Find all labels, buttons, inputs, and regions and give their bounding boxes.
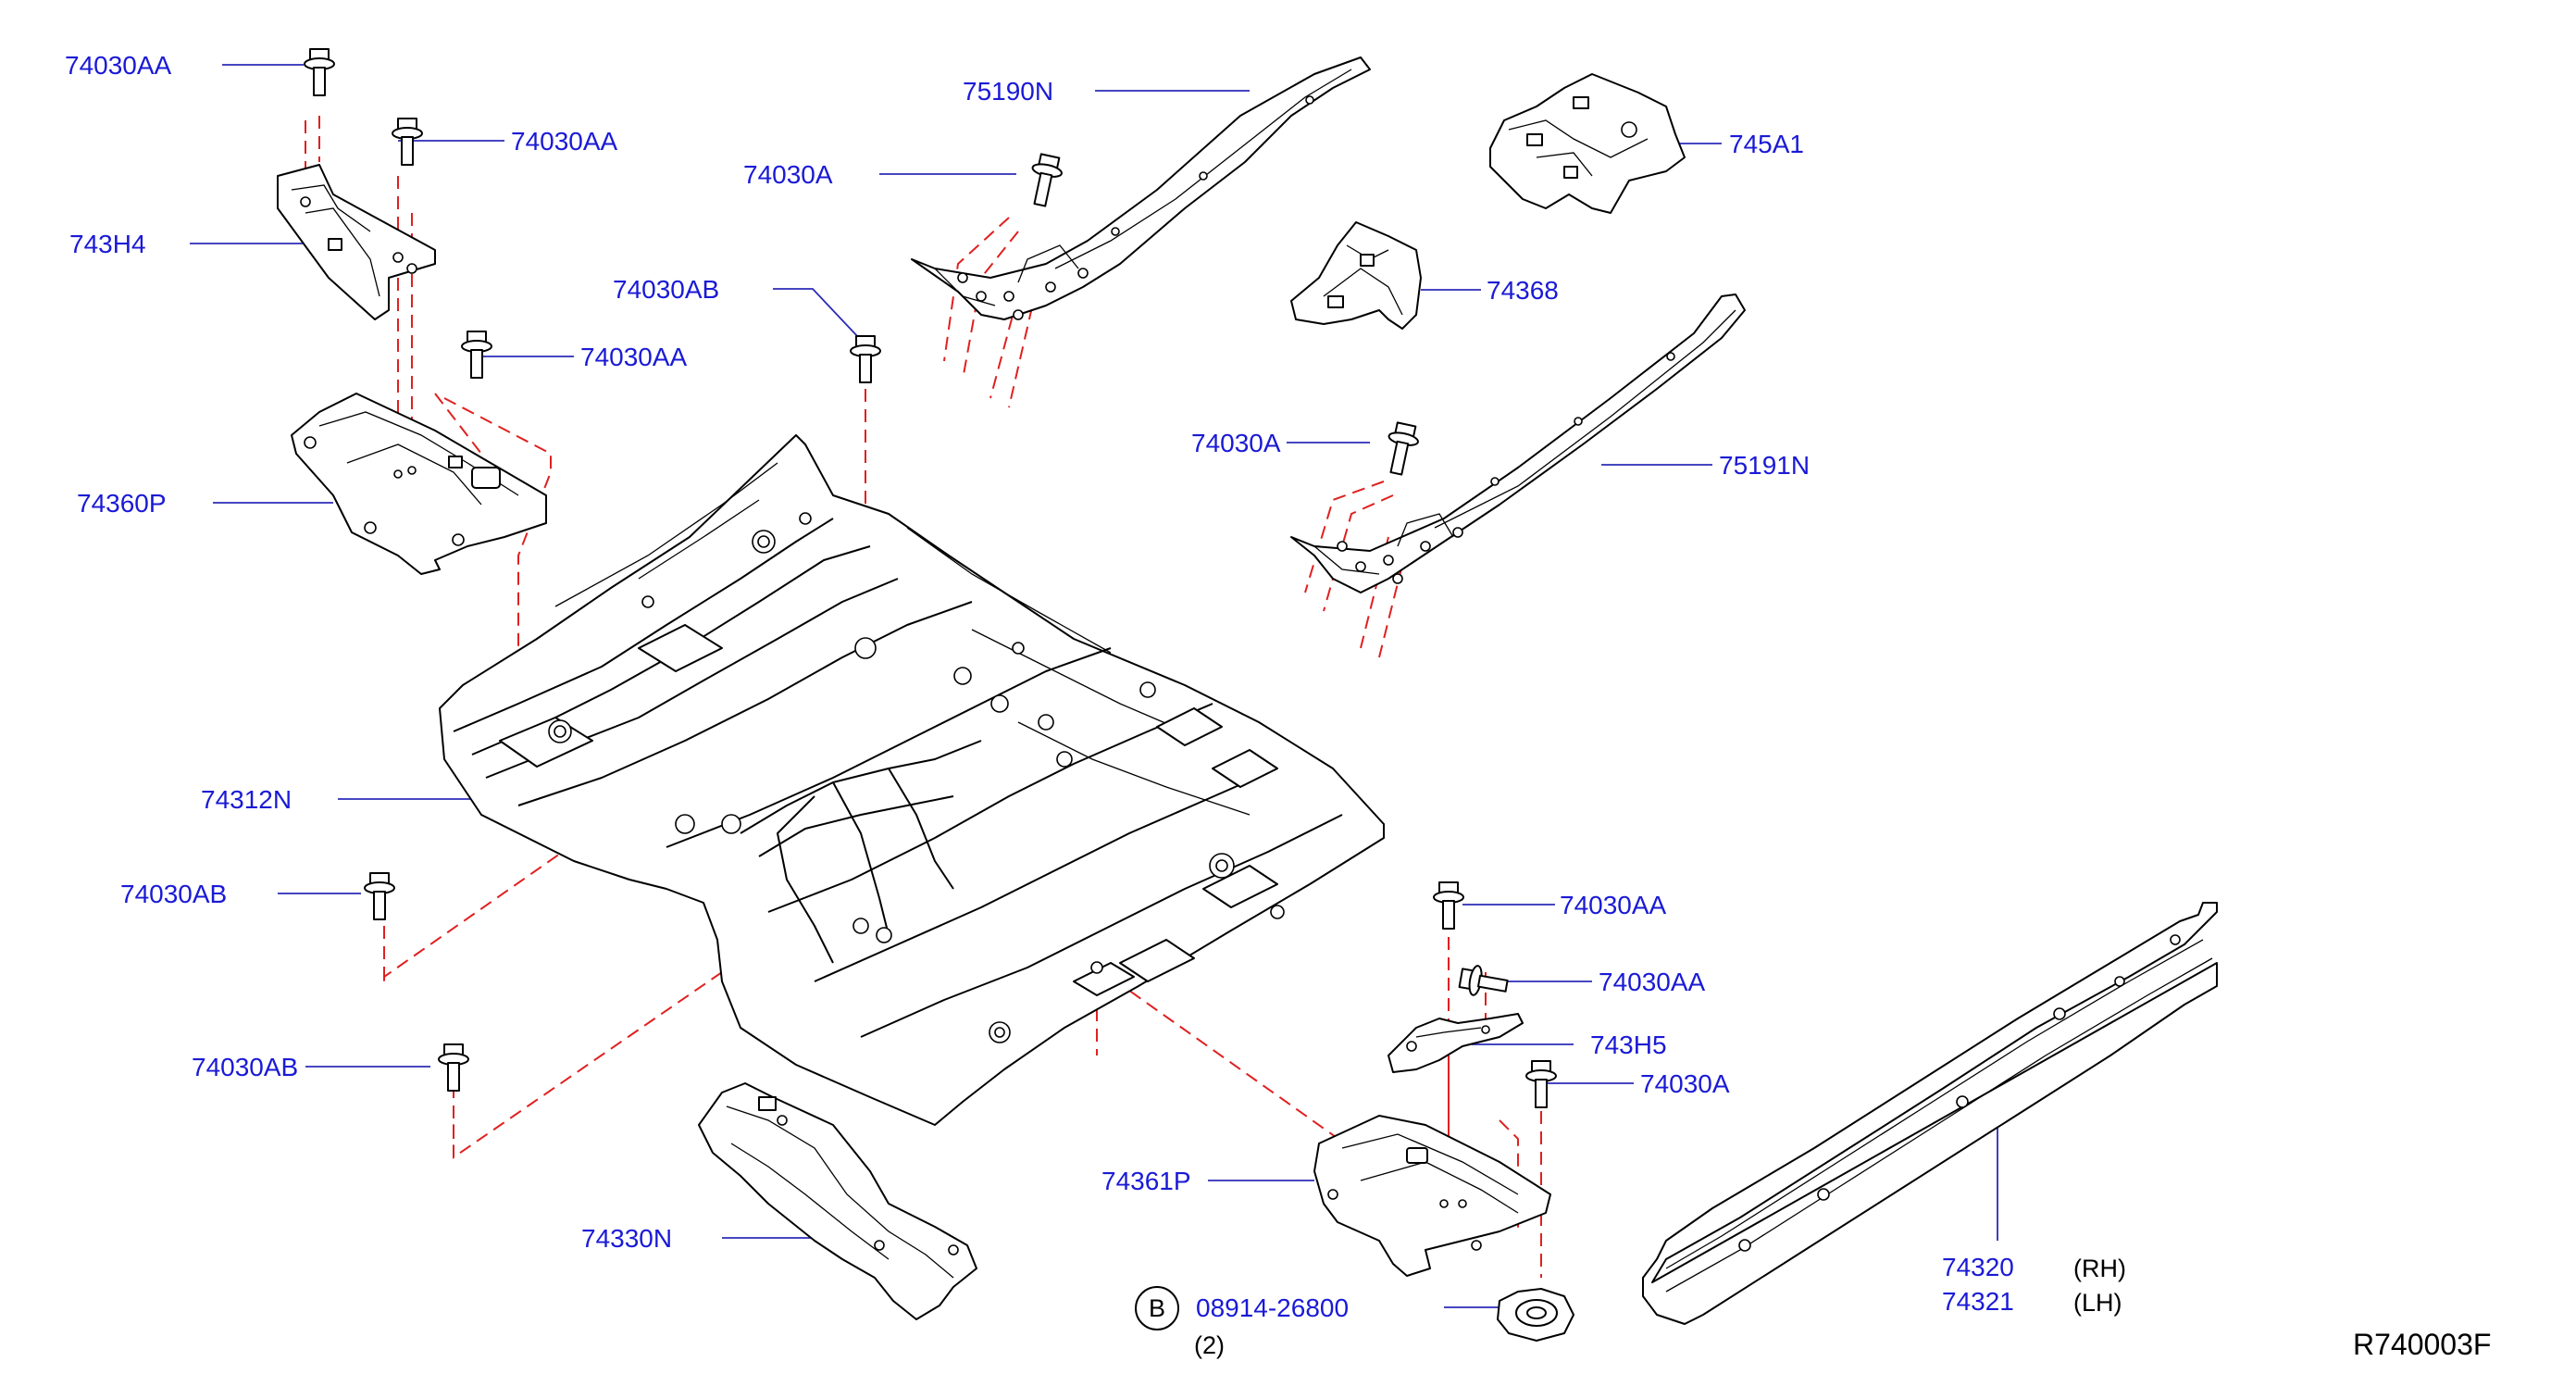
callout-74030A: 74030A [1640,1069,1730,1098]
callout-743H5: 743H5 [1590,1030,1667,1059]
callout-74360P: 74360P [77,489,167,518]
callout-08914-26800: 08914-26800 [1196,1293,1350,1322]
leader-lines [190,64,1998,1308]
callout-74030A: 74030A [743,160,833,189]
callout-743H4: 743H4 [69,230,146,258]
part-74330N [698,1082,977,1320]
rh-note: (RH) [2073,1255,2126,1282]
part-743H5 [1388,1013,1524,1073]
part-75190N [911,56,1371,320]
callout-74312N: 74312N [201,785,292,814]
callout-74030AA: 74030AA [511,127,618,156]
part-74312N [439,434,1385,1126]
lh-note: (LH) [2073,1289,2122,1317]
part-74361P [1313,1115,1551,1277]
callout-74030AA: 74030AA [1560,891,1667,919]
callout-745A1: 745A1 [1729,130,1804,158]
callout-74321: 74321 [1942,1287,2014,1316]
part-745A1 [1489,73,1686,214]
bolt-icon [304,48,1557,1108]
part-74360P [291,393,547,575]
callout-74030AB: 74030AB [192,1053,299,1081]
callout-75191N: 75191N [1719,451,1811,480]
part-743H4 [277,164,436,320]
callout-74030AA: 74030AA [65,51,172,80]
callout-75190N: 75190N [963,77,1054,106]
callout-74330N: 74330N [581,1224,673,1253]
quantity-note: (2) [1194,1331,1225,1359]
part-08914-26800 [1497,1288,1574,1342]
callout-74030A: 74030A [1191,429,1281,457]
callout-74030AA: 74030AA [580,343,688,371]
part-75191N [1290,294,1746,593]
callout-74030AB: 74030AB [120,880,228,908]
bubble-letter: B [1135,1286,1179,1330]
callout-74368: 74368 [1487,276,1559,305]
callout-74030AA: 74030AA [1599,968,1706,996]
part-74368 [1290,221,1422,330]
callout-74361P: 74361P [1101,1167,1191,1195]
callout-74320: 74320 [1942,1253,2014,1281]
callout-74030AB: 74030AB [613,275,720,304]
diagram-code: R740003F [2353,1328,2492,1361]
part-74320 [1642,902,2218,1325]
